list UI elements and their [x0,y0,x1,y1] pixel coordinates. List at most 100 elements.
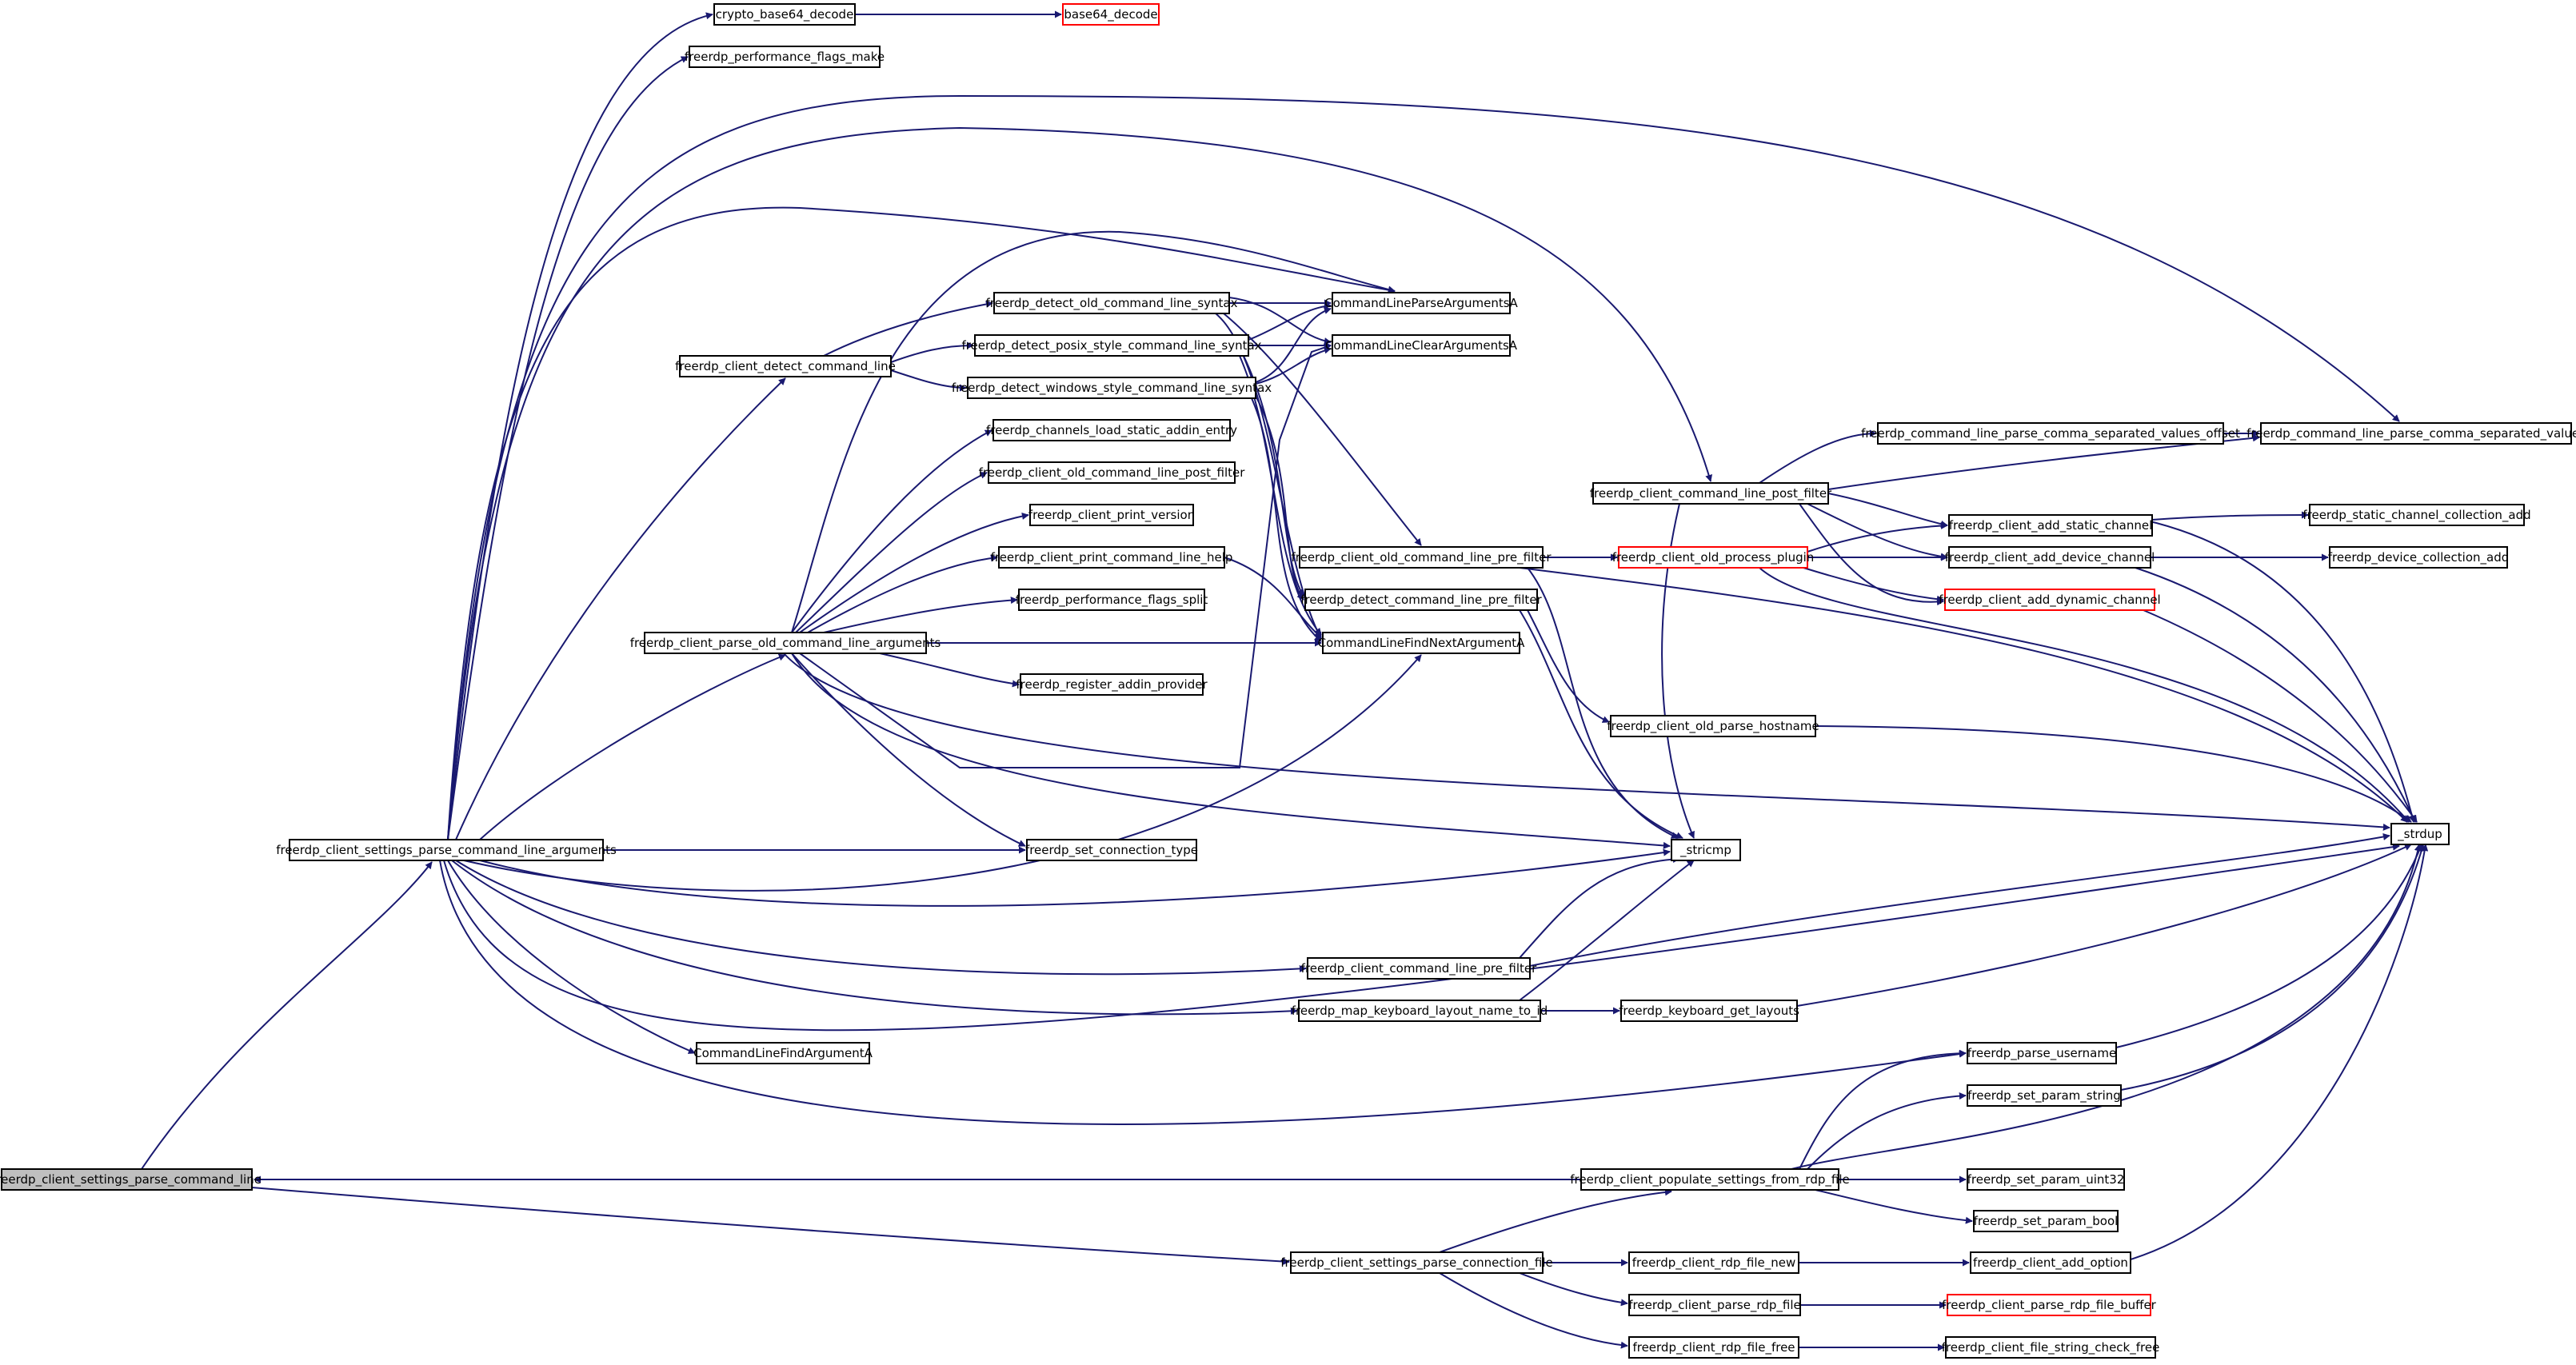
edge-arrow [447,94,2400,840]
node-strdup[interactable]: _strdup [2390,823,2450,845]
node-label: freerdp_client_settings_parse_command_li… [0,1172,262,1187]
node-stricmp[interactable]: _stricmp [1671,839,1741,861]
node-cl-next[interactable]: CommandLineFindNextArgumentA [1318,632,1525,654]
node-box [1967,1168,2125,1191]
edge-parse_old-to-stricmp [791,653,1671,849]
edge-cl_post-to-csv_off [1759,429,1877,484]
edge-arrow [1799,503,1944,606]
node-parse-rdp[interactable]: freerdp_client_parse_rdp_file [1628,1294,1801,1316]
edge-arrow [2120,844,2426,1091]
node-old-proc[interactable]: freerdp_client_old_process_plugin [1612,546,1815,569]
node-rdp-new[interactable]: freerdp_client_rdp_file_new [1628,1251,1799,1274]
edge-parse_args-to-stricmp [479,848,1671,907]
edge-arrow [443,843,2400,1032]
edge-root-to-parse_args [141,861,433,1170]
node-cl-pre[interactable]: freerdp_client_command_line_pre_filter [1301,957,1537,980]
node-device-coll[interactable]: freerdp_device_collection_add [2328,546,2510,569]
node-csv-off[interactable]: freerdp_command_line_parse_comma_separat… [1861,422,2240,445]
node-cl-clear[interactable]: CommandLineClearArgumentsA [1325,334,1518,357]
node-print-help[interactable]: freerdp_client_print_command_line_help [991,546,1233,569]
edge-arrow [1799,1049,1967,1170]
node-rdp-free[interactable]: freerdp_client_rdp_file_free [1628,1336,1799,1359]
edge-arrow [1796,844,2412,1007]
node-box [1026,839,1197,861]
edge-arrow [823,597,1018,633]
node-cl-parse[interactable]: CommandLineParseArgumentsA [1324,292,1519,314]
edge-arrow [451,860,1298,1016]
edge-arrow [2135,567,2416,823]
node-cl-post[interactable]: freerdp_client_command_line_post_filter [1590,482,1832,505]
node-label: freerdp_client_populate_settings_from_rd… [1570,1172,1849,1187]
node-set-conn[interactable]: freerdp_set_connection_type [1025,839,1198,861]
edge-arrow [1807,503,1948,561]
node-crypto-b64[interactable]: crypto_base64_decode [713,3,856,26]
edge-arrow [2143,519,2416,823]
node-set-u32[interactable]: freerdp_set_param_uint32 [1967,1168,2125,1191]
node-reg-addin[interactable]: freerdp_register_addin_provider [1016,673,1208,696]
node-label: _strdup [2397,827,2442,842]
edge-arrow [463,654,1422,892]
node-chan-static[interactable]: freerdp_channels_load_static_addin_entry [986,419,1237,441]
edge-cl_pre-to-stricmp [1519,855,1680,959]
node-map-kbd[interactable]: freerdp_map_keyboard_layout_name_to_id [1292,1000,1548,1022]
node-label: freerdp_client_add_dynamic_channel [1939,593,2160,608]
node-box [988,461,1236,484]
node-label: freerdp_map_keyboard_layout_name_to_id [1292,1004,1548,1019]
node-box [993,292,1230,314]
node-label: freerdp_client_old_command_line_post_fil… [979,465,1246,481]
node-detect-old[interactable]: freerdp_detect_old_command_line_syntax [986,292,1238,314]
node-parse-args[interactable]: freerdp_client_settings_parse_command_li… [276,839,617,861]
node-detect-posix[interactable]: freerdp_detect_posix_style_command_line_… [961,334,1262,357]
node-detect-win[interactable]: freerdp_detect_windows_style_command_lin… [952,377,1272,399]
edge-set_str-to-strdup [2120,844,2426,1091]
node-parse-rdp-buf[interactable]: freerdp_client_parse_rdp_file_buffer [1942,1294,2157,1316]
node-label: freerdp_client_settings_parse_connection… [1280,1255,1552,1271]
edge-old_host-to-strdup [1815,725,2412,823]
edge-arrow [1439,1272,1628,1349]
node-parse-conn[interactable]: freerdp_client_settings_parse_connection… [1280,1251,1553,1274]
edge-detect_cl-to-detect_win [890,369,967,392]
node-old-host[interactable]: freerdp_client_old_parse_hostname [1607,715,1819,737]
node-box [1322,632,1520,654]
edge-parse_old-to-cl_parse [791,230,1396,633]
node-kbd-layouts[interactable]: freerdp_keyboard_get_layouts [1619,1000,1799,1022]
node-print-ver[interactable]: freerdp_client_print_version [1028,504,1195,526]
node-csv[interactable]: freerdp_command_line_parse_comma_separat… [2247,422,2576,445]
edge-arrow [1519,1272,1628,1307]
node-detect-cl[interactable]: freerdp_client_detect_command_line [675,355,896,377]
node-old-pre[interactable]: freerdp_client_old_command_line_pre_filt… [1291,546,1552,569]
edge-arrow [1815,1189,1973,1224]
node-box [1307,957,1531,980]
edge-add_static-to-strdup [2143,519,2416,823]
node-set-str[interactable]: freerdp_set_param_string [1967,1084,2122,1107]
edge-arrow [1803,567,1944,603]
node-add-dynamic[interactable]: freerdp_client_add_dynamic_channel [1939,589,2161,611]
edge-arrow [1759,429,1877,484]
node-populate[interactable]: freerdp_client_populate_settings_from_rd… [1570,1168,1850,1191]
node-perf-split[interactable]: freerdp_performance_flags_split [1016,589,1208,611]
node-add-device[interactable]: freerdp_client_add_device_channel [1945,546,2155,569]
node-static-coll[interactable]: freerdp_static_channel_collection_add [2302,504,2531,526]
edge-arrow [447,206,1396,840]
node-add-opt[interactable]: freerdp_client_add_option [1970,1251,2131,1274]
node-cl-find[interactable]: CommandLineFindArgumentA [693,1042,873,1064]
node-parse-old[interactable]: freerdp_client_parse_old_command_line_ar… [630,632,941,654]
node-set-bool[interactable]: freerdp_set_param_bool [1973,1210,2119,1232]
edge-arrow [795,472,988,633]
edge-cl_post-to-add_dynamic [1799,503,1944,606]
node-perf-make[interactable]: freerdp_performance_flags_make [685,46,885,68]
node-box [1948,514,2153,537]
node-box [1671,839,1741,861]
edge-kbd_layouts-to-strdup [1796,844,2412,1007]
node-label: freerdp_set_param_bool [1974,1214,2119,1229]
edge-parse_old-to-perf_split [823,597,1018,633]
edge-parse_args-to-crypto_b64 [447,12,713,840]
node-detect-pre[interactable]: freerdp_detect_command_line_pre_filter [1300,589,1543,611]
node-b64[interactable]: base64_decode [1062,3,1160,26]
edge-arrow [1224,557,1322,638]
node-add-static[interactable]: freerdp_client_add_static_channel [1948,514,2153,537]
node-str-free[interactable]: freerdp_client_file_string_check_free [1942,1336,2160,1359]
node-old-post[interactable]: freerdp_client_old_command_line_post_fil… [979,461,1246,484]
node-parse-user[interactable]: freerdp_parse_username [1967,1042,2117,1064]
edge-arrow [1807,521,1948,553]
